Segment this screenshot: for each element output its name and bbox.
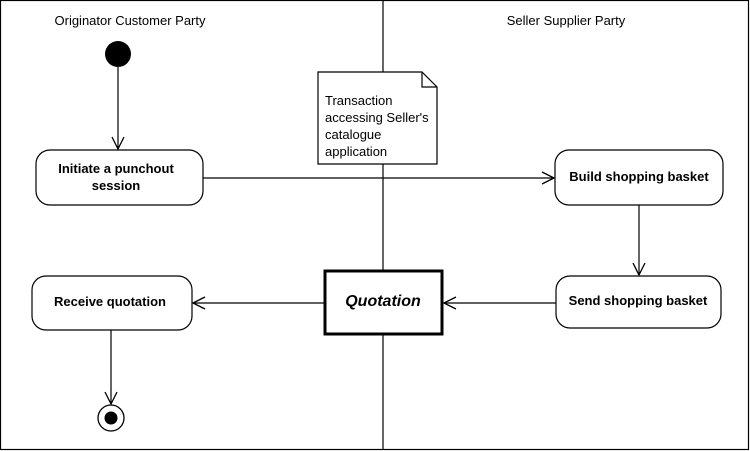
activity-build-label: Build shopping basket xyxy=(569,169,709,184)
lane-title-customer: Originator Customer Party xyxy=(55,13,206,28)
activity-receive-quotation xyxy=(31,275,193,331)
note-fold xyxy=(421,72,437,88)
activity-send-basket xyxy=(555,275,722,329)
note-line-3: catalogue xyxy=(325,127,381,142)
object-node-quotation xyxy=(323,269,444,336)
initial-node xyxy=(105,41,131,67)
note-line-2: accessing Seller's xyxy=(325,110,429,125)
final-node-dot xyxy=(104,411,118,425)
note-line-4: application xyxy=(325,144,387,159)
activity-send-label: Send shopping basket xyxy=(569,293,708,308)
activity-initiate-label-2: session xyxy=(92,178,140,193)
object-node-label: Quotation xyxy=(345,293,421,310)
lane-title-supplier: Seller Supplier Party xyxy=(507,13,626,28)
activity-initiate-label-1: Initiate a punchout xyxy=(58,161,174,176)
activity-receive-label: Receive quotation xyxy=(54,294,166,309)
note-shape xyxy=(317,71,438,165)
note-line-1: Transaction xyxy=(325,93,392,108)
